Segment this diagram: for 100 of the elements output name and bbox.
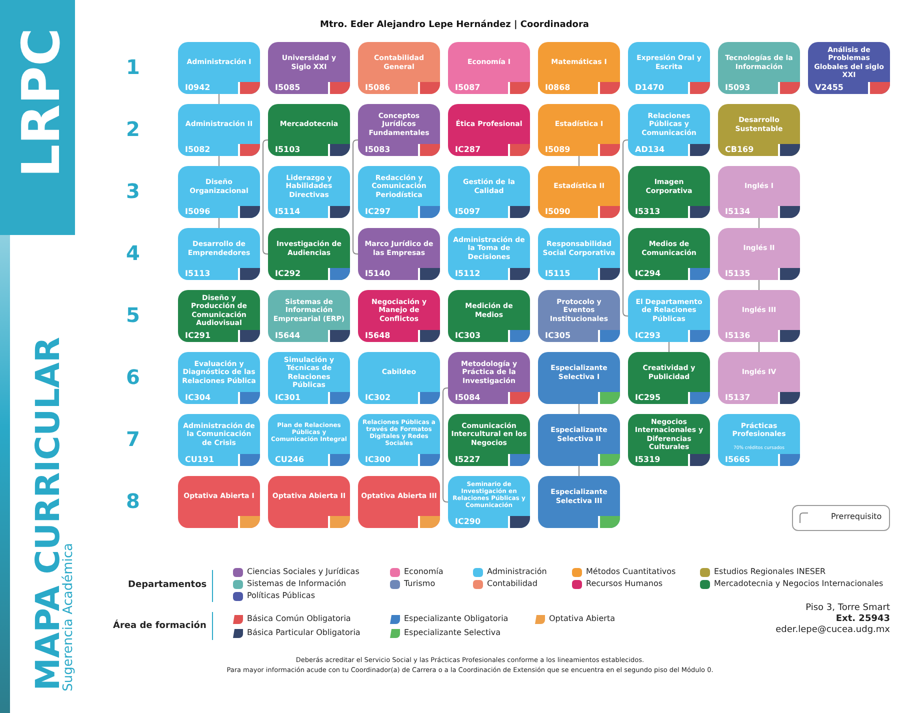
semester-number: 1: [125, 55, 141, 79]
prerequisite-line: [578, 466, 580, 476]
legend-text: Estudios Regionales INESER: [714, 567, 826, 576]
course-code: IC292: [275, 269, 301, 278]
course-card: [448, 476, 530, 528]
course-code: I5089: [545, 145, 570, 154]
course-code: I5644: [275, 331, 300, 340]
course-card: [718, 228, 800, 280]
course-code: I5097: [455, 207, 480, 216]
course-card: [268, 42, 350, 94]
course-code: I5090: [545, 207, 570, 216]
course-code: I5103: [275, 145, 300, 154]
legend-text: Economía: [404, 567, 444, 576]
legend-text: Especializante Obligatoria: [404, 614, 508, 623]
course-card: [178, 352, 260, 404]
prerequisite-line: [622, 140, 628, 316]
course-card: [628, 414, 710, 466]
semester-number: 2: [125, 117, 141, 141]
course-card: [718, 42, 800, 94]
legend-text: Administración: [487, 567, 547, 576]
prerequisite-line: [758, 280, 760, 290]
program-acronym: LRPC: [16, 28, 68, 178]
contact-text: eder.lepe@cucea.udg.mx: [776, 625, 890, 635]
prerequisite-line: [668, 342, 670, 352]
semester-number: 4: [125, 241, 141, 265]
course-card: [358, 166, 440, 218]
legend-text: Optativa Abierta: [549, 614, 615, 623]
legend-text: Sistemas de Información: [247, 579, 346, 588]
course-code: I5096: [185, 207, 210, 216]
course-code: I5134: [725, 207, 750, 216]
course-code: CB169: [725, 145, 754, 154]
prerequisite-line: [758, 342, 760, 352]
course-card: [538, 228, 620, 280]
course-code: I5137: [725, 393, 750, 402]
course-code: IC302: [365, 393, 391, 402]
course-code: CU246: [275, 455, 304, 464]
legend-text: Mercadotecnia y Negocios Internacionales: [714, 579, 884, 588]
legend-text: Turismo: [404, 579, 436, 588]
course-code: IC297: [365, 207, 391, 216]
course-card: [718, 290, 800, 342]
course-code: I5085: [275, 83, 300, 92]
course-code: I5227: [455, 455, 480, 464]
course-card: [538, 104, 620, 156]
course-card: [178, 42, 260, 94]
semester-number: 5: [125, 303, 141, 327]
course-code: I5082: [185, 145, 210, 154]
prerequisite-line: [442, 388, 448, 502]
course-code: I5665: [725, 455, 750, 464]
course-code: I5113: [185, 269, 210, 278]
course-card: [448, 42, 530, 94]
course-code: I5084: [455, 393, 480, 402]
prerequisite-line: [218, 156, 220, 166]
course-card: [358, 414, 440, 466]
course-code: IC287: [455, 145, 481, 154]
course-code: I5319: [635, 455, 660, 464]
prerequisite-line: [262, 140, 268, 254]
course-code: I0868: [545, 83, 570, 92]
course-card: [358, 352, 440, 404]
semester-number: 6: [125, 365, 141, 389]
course-card: [538, 166, 620, 218]
course-card: [538, 414, 620, 466]
course-code: I5083: [365, 145, 390, 154]
legend-text: Métodos Cuantitativos: [586, 567, 676, 576]
legend-text: Prerrequisito: [831, 512, 882, 521]
course-card: [628, 290, 710, 342]
course-code: D1470: [635, 83, 664, 92]
course-card: [268, 104, 350, 156]
course-card: [628, 166, 710, 218]
course-card: [448, 228, 530, 280]
course-card: [268, 228, 350, 280]
course-code: IC293: [635, 331, 661, 340]
prerequisite-line: [218, 218, 220, 228]
legend-text: Básica Común Obligatoria: [247, 614, 351, 623]
course-card: [178, 166, 260, 218]
legend-text: Políticas Públicas: [247, 591, 315, 600]
course-card: [178, 476, 260, 528]
course-card: [358, 228, 440, 280]
course-code: IC305: [545, 331, 571, 340]
course-card: [268, 476, 350, 528]
course-card: [448, 104, 530, 156]
course-card: [178, 104, 260, 156]
course-code: I5648: [365, 331, 390, 340]
course-card: [718, 352, 800, 404]
course-card: [448, 290, 530, 342]
course-card: [718, 414, 800, 466]
course-card: [358, 476, 440, 528]
course-code: I5313: [635, 207, 660, 216]
course-code: IC290: [455, 517, 481, 526]
prerequisite-line: [758, 218, 760, 228]
prerequisite-line: [218, 94, 220, 104]
course-card: [448, 166, 530, 218]
legend-text: Recursos Humanos: [586, 579, 663, 588]
course-code: I5140: [365, 269, 390, 278]
course-card: [358, 42, 440, 94]
course-card: [268, 414, 350, 466]
prerequisite-line: [352, 140, 358, 254]
course-code: IC295: [635, 393, 661, 402]
course-code: I5135: [725, 269, 750, 278]
course-code: V2455: [815, 83, 844, 92]
course-code: I0942: [185, 83, 210, 92]
